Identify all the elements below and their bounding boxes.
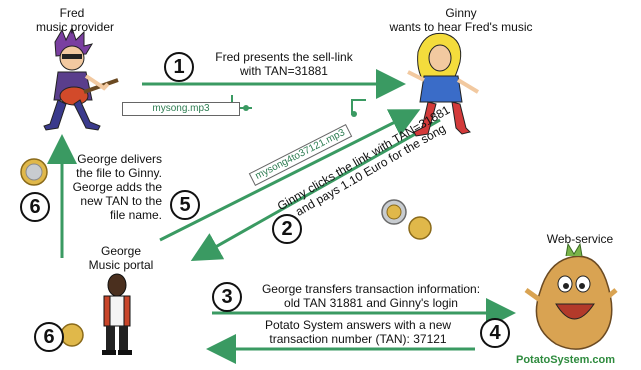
euro-coin — [381, 199, 407, 225]
step-3-text: George transfers transaction information… — [236, 282, 506, 310]
step-6-number-left: 6 — [20, 192, 50, 222]
step-6-number-bottom: 6 — [34, 322, 64, 352]
step-5-number: 5 — [170, 190, 200, 220]
fred-label: Fred music provider — [36, 6, 115, 34]
george-name: George — [100, 244, 142, 258]
step-3-line-2: old TAN 31881 and Ginny's login — [284, 296, 458, 310]
arrow-step-5 — [159, 109, 421, 242]
step-5-line-4: new TAN to the — [80, 194, 162, 208]
george-role: Music portal — [88, 258, 154, 272]
step-5-line-3: George adds the — [72, 180, 162, 194]
step-5-line-5: file name. — [109, 208, 162, 222]
step-1-text: Fred presents the sell-link with TAN=318… — [196, 50, 372, 78]
ginny-label: Ginny wants to hear Fred's music — [386, 6, 536, 34]
ginny-role: wants to hear Fred's music — [389, 20, 533, 34]
file-original-label: mysong.mp3 — [122, 102, 240, 116]
step-5-line-2: the file to Ginny. — [76, 166, 162, 180]
webservice-name: Web-service — [546, 232, 614, 246]
webservice-label: Web-service — [540, 232, 620, 246]
step-4-number: 4 — [480, 318, 510, 348]
step-2-number: 2 — [272, 214, 302, 244]
fred-role: music provider — [36, 20, 115, 34]
potato-mascot — [524, 242, 618, 350]
step-4-line-2: transaction number (TAN): 37121 — [269, 332, 447, 346]
step-3-line-1: George transfers transaction information… — [261, 282, 481, 296]
step-5-line-1: George delivers — [77, 152, 162, 166]
arrow-step-2 — [190, 118, 441, 261]
euro-coin — [60, 323, 84, 347]
step-4-line-1: Potato System answers with a new — [264, 318, 452, 332]
step-3-number: 3 — [212, 282, 242, 312]
guitar-player-figure — [43, 26, 119, 131]
step-1-line-2: with TAN=31881 — [240, 64, 328, 78]
george-label: George Music portal — [76, 244, 166, 272]
step-4-text: Potato System answers with a new transac… — [238, 318, 478, 346]
arrow-file-renamed-dot — [351, 111, 357, 117]
euro-coin — [20, 158, 48, 186]
brand-label: PotatoSystem.com — [516, 354, 616, 366]
fred-name: Fred — [59, 6, 85, 20]
girl-figure — [407, 32, 480, 137]
ginny-name: Ginny — [445, 6, 477, 20]
arrow-file-renamed — [351, 99, 366, 115]
man-figure — [102, 273, 132, 355]
arrow-file-dot — [243, 105, 249, 111]
step-1-number: 1 — [164, 52, 194, 82]
euro-coin — [408, 216, 432, 240]
step-1-line-1: Fred presents the sell-link — [215, 50, 353, 64]
step-5-text: George delivers the file to Ginny. Georg… — [58, 152, 162, 222]
